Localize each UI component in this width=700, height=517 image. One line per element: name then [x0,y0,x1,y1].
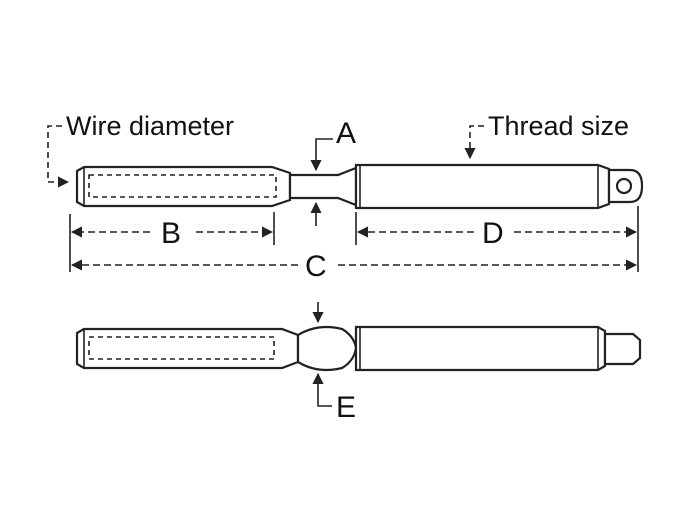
label-b: B [161,217,181,250]
label-c: C [305,250,327,283]
bottom-thread-tip [603,332,642,366]
bottom-terminal [75,325,642,372]
top-bore-dashed [88,174,277,198]
bottom-ball [296,325,358,372]
top-neck [288,166,358,207]
top-swage-sleeve [75,165,292,208]
dimension-lines [47,125,639,407]
leader-wire-diameter [47,125,70,188]
label-a: A [336,117,356,150]
label-thread-size: Thread size [488,111,629,141]
top-eye-hole [615,177,633,195]
label-wire-diameter: Wire diameter [66,111,234,141]
label-e: E [336,391,356,424]
label-d: D [482,217,504,250]
bottom-swage-sleeve [75,327,300,370]
bottom-bore-dashed [88,336,275,360]
top-terminal [75,163,644,210]
leader-a [310,138,333,172]
top-thread-body [354,163,611,210]
leader-e-bottom [312,372,332,407]
bottom-thread-body [354,325,607,372]
leader-thread-size [464,125,484,160]
